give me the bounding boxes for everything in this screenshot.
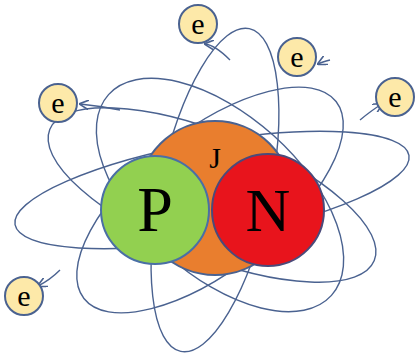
electron-letter: e (51, 88, 64, 118)
electron-circle: e (38, 83, 79, 124)
proton-circle: P (100, 155, 210, 265)
nucleus-circle: J P N (137, 120, 293, 276)
electron-letter: e (17, 281, 30, 311)
orbit-arrow (205, 44, 230, 60)
particle-letter: N (246, 179, 291, 241)
electron-letter: e (191, 9, 204, 39)
electron-letter: e (388, 82, 401, 112)
orbit (55, 35, 385, 355)
orbit-arrow (318, 60, 330, 64)
orbit (27, 72, 398, 318)
neutron-circle: N (211, 153, 325, 267)
junction-letter: J (209, 143, 221, 173)
orbit-arrow (80, 104, 120, 110)
electron-circle: e (277, 37, 318, 78)
electron-circle: e (4, 276, 45, 317)
electron-letter: e (290, 42, 303, 72)
electron-circle: e (178, 4, 219, 45)
electron-circle: e (375, 77, 416, 118)
particle-letter: P (137, 178, 173, 242)
orbit-arrow (38, 270, 60, 286)
